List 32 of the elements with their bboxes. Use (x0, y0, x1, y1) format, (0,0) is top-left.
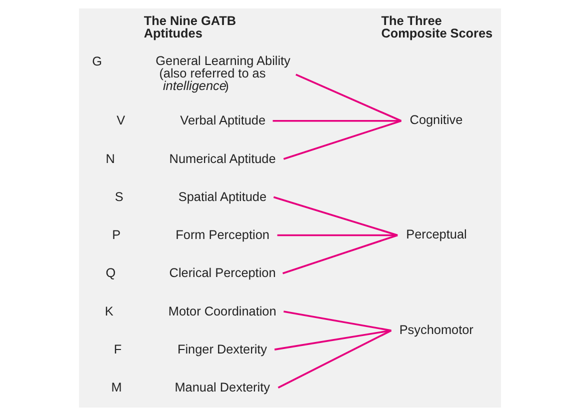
node-label: F (113, 342, 122, 356)
label: The Three Composite Scores (380, 14, 492, 41)
connector (295, 74, 402, 122)
label: The Nine GATB Aptitudes (143, 14, 236, 41)
node-label: K (104, 304, 113, 318)
connector (272, 196, 398, 236)
node-text: Verbal Aptitude (180, 114, 266, 128)
node-text: Numerical Aptitude (168, 152, 276, 166)
node-label: Q (105, 266, 116, 280)
connector (282, 120, 401, 160)
node-text: Form Perception (175, 228, 269, 242)
node-label: P (112, 228, 120, 242)
node-label: N (105, 152, 114, 166)
node-label: M (110, 380, 122, 394)
connector (282, 310, 391, 332)
node-text: Manual Dexterity (174, 380, 270, 394)
connector (274, 330, 391, 350)
connector (282, 234, 398, 274)
node-text: Spatial Aptitude (178, 190, 266, 204)
node-text: Cognitive (409, 113, 462, 128)
node-text: Clerical Perception (168, 266, 276, 280)
node-text: General Learning Ability (also referred to as intelligence) (155, 54, 290, 94)
connector (277, 330, 392, 388)
connector (272, 120, 401, 122)
node-label: S (114, 190, 123, 204)
node-label: V (116, 114, 125, 128)
node-label: G (92, 54, 102, 69)
node-text: Psychomotor (398, 322, 473, 337)
node-text: Perceptual (406, 228, 466, 242)
connector (276, 234, 398, 236)
node-text: Motor Coordination (168, 304, 276, 318)
node-text: Finger Dexterity (176, 342, 267, 356)
